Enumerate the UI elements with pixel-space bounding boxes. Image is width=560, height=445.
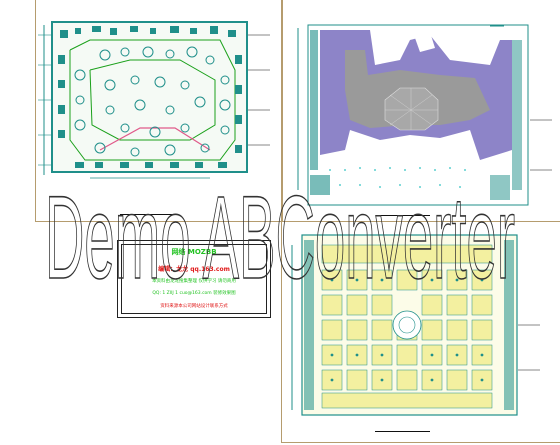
sheet-frame-bottom-right [281, 221, 560, 443]
sheet-frame-top-left [35, 0, 283, 222]
furniture-layout-plan [38, 21, 270, 179]
stamp-line-2: 编辑：龙龙 qq.163.com [158, 266, 230, 273]
plan-title-floor [378, 212, 430, 216]
ceiling-grid-plan [291, 234, 540, 416]
title-stamp: 网络 MOZBB 编辑：龙龙 qq.163.com 本资料由龙龙搜集整理 仅供学… [117, 240, 271, 318]
stamp-line-3: 本资料由龙龙搜集整理 仅供学习 请勿商用 [152, 279, 236, 284]
stamp-line-1: 网络 MOZBB [171, 248, 217, 256]
plan-title-ceiling [375, 428, 430, 432]
stamp-line-4: QQ: 1 ZIIJ 1 cuo@163.com 装修效果图 [152, 291, 236, 296]
floor-finish-plan [297, 24, 552, 206]
stamp-line-5: 资料来源本公司网站设计联系方式 [160, 304, 228, 309]
plan-title-furniture [120, 211, 175, 215]
title-stamp-inner: 网络 MOZBB 编辑：龙龙 qq.163.com 本资料由龙龙搜集整理 仅供学… [121, 244, 267, 314]
